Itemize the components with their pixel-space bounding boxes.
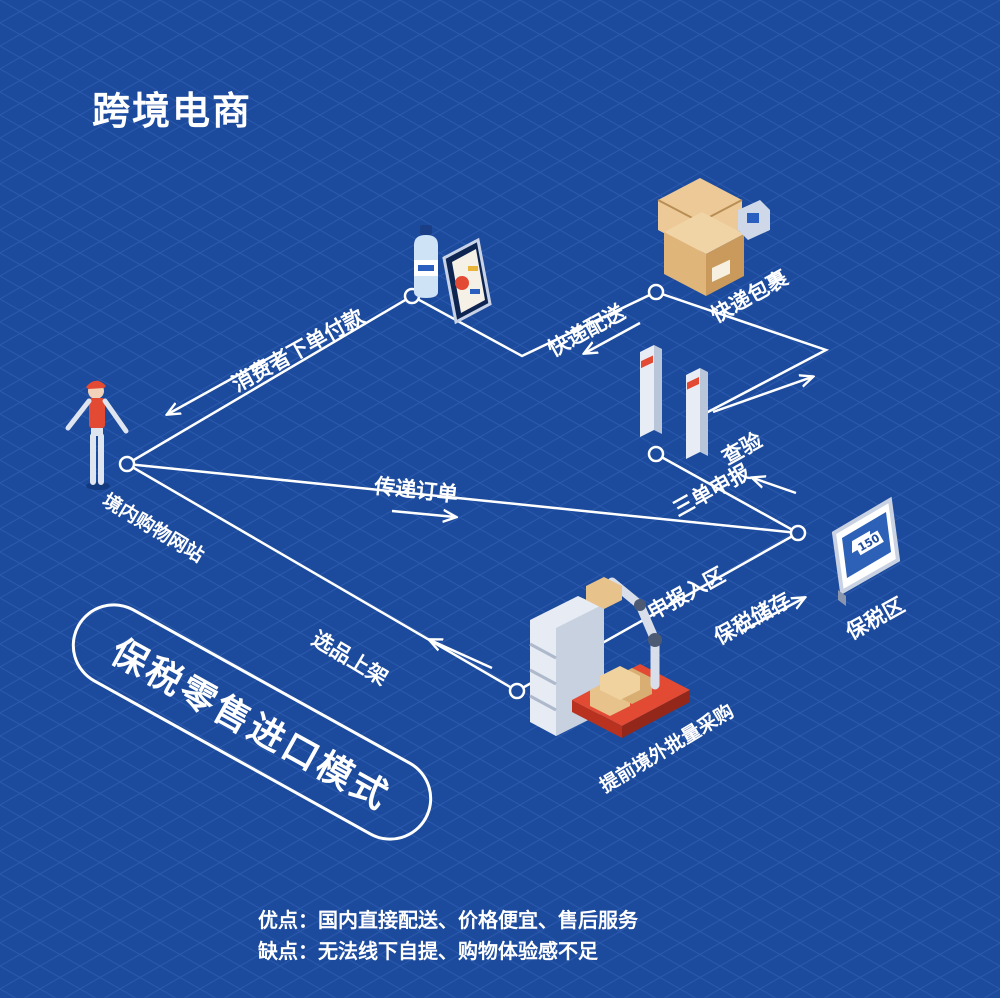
node-inspection	[647, 445, 665, 463]
node-warehouse	[508, 682, 526, 700]
arrow-shelving	[430, 640, 493, 670]
arrow-transmit-order	[391, 511, 455, 517]
node-bonded-zone	[789, 524, 807, 542]
line-inspection	[655, 452, 799, 535]
flow-arrows	[168, 321, 812, 670]
line-consumer-to-express	[126, 290, 657, 466]
cons-text: 缺点：无法线下自提、购物体验感不足	[258, 939, 598, 963]
arrow-bonded-storage	[741, 598, 804, 633]
pros-text: 优点：国内直接配送、价格便宜、售后服务	[258, 908, 638, 932]
node-domestic-site	[118, 455, 136, 473]
page-title: 跨境电商	[92, 89, 253, 133]
person-icon	[65, 380, 129, 490]
line-express-parcel-return	[655, 290, 830, 415]
arrow-parcel	[712, 377, 812, 414]
warehouse-icon	[529, 577, 690, 738]
tablet-icon	[442, 237, 492, 325]
arrow-declaration	[753, 478, 797, 495]
package-boxes-icon	[657, 178, 770, 296]
arrow-express-delivery	[585, 321, 641, 353]
bottle-icon	[414, 225, 438, 298]
arrow-to-site	[168, 351, 279, 414]
node-express	[647, 283, 665, 301]
security-gate-icon	[640, 345, 708, 459]
line-order-transmit	[126, 462, 799, 535]
